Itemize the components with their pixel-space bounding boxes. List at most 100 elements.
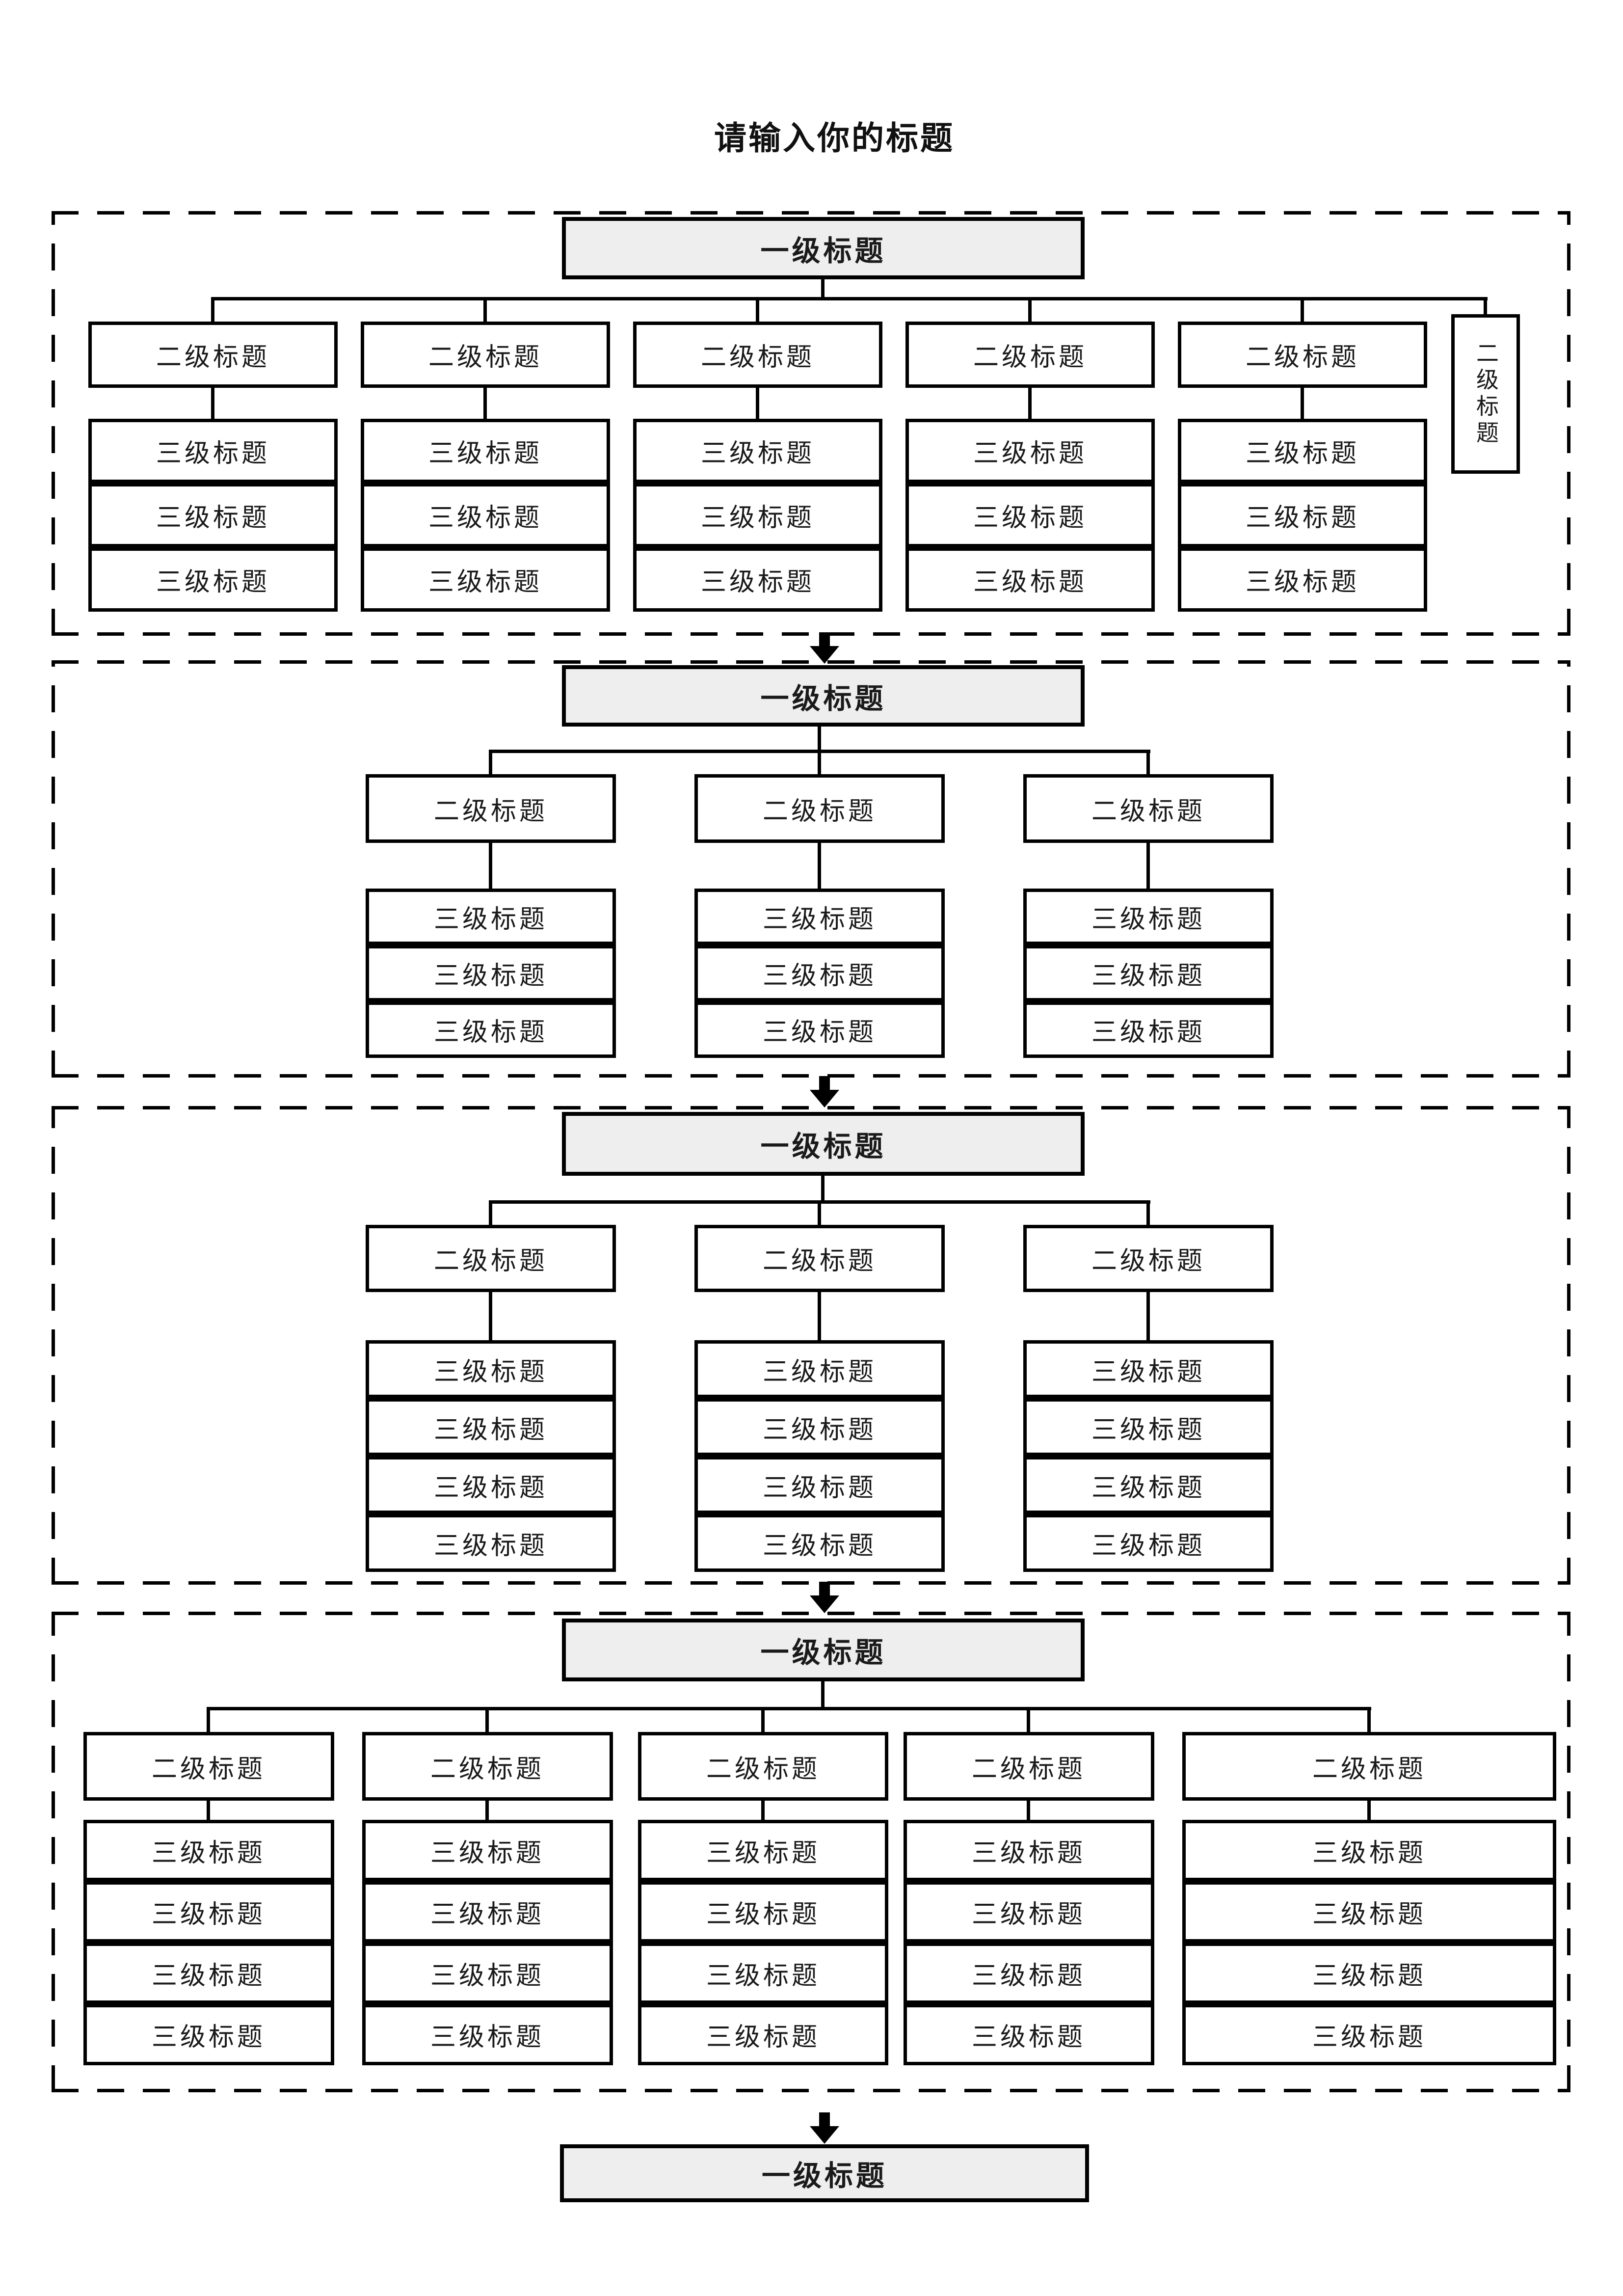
level2-heading-box: 二级标题 bbox=[88, 322, 338, 388]
level3-heading-box: 三级标题 bbox=[83, 2004, 334, 2065]
level3-heading-box: 三级标题 bbox=[366, 1514, 616, 1572]
level3-heading-box: 三级标题 bbox=[694, 1340, 945, 1398]
section-3-container: 一级标题二级标题三级标题三级标题三级标题三级标题二级标题三级标题三级标题三级标题… bbox=[52, 1106, 1570, 1585]
level3-heading-box: 三级标题 bbox=[1023, 1340, 1274, 1398]
level2-heading-box: 二级标题 bbox=[1023, 774, 1274, 843]
level3-heading-box: 三级标题 bbox=[633, 419, 882, 483]
footer-level1-heading-box: 一级标题 bbox=[560, 2144, 1089, 2202]
connector-sub-line bbox=[818, 1292, 821, 1340]
level3-heading-box: 三级标题 bbox=[361, 547, 610, 612]
level2-heading-box: 二级标题 bbox=[362, 1732, 613, 1801]
level2-heading-box: 二级标题 bbox=[366, 1225, 616, 1292]
connector-trunk-line bbox=[821, 1176, 825, 1204]
level3-heading-box: 三级标题 bbox=[1178, 483, 1427, 547]
connector-sub-line bbox=[1027, 1801, 1030, 1820]
connector-drop-line bbox=[1367, 1707, 1371, 1732]
level3-heading-box: 三级标题 bbox=[905, 483, 1155, 547]
level3-heading-box: 三级标题 bbox=[366, 889, 616, 945]
level2-heading-box: 二级标题 bbox=[83, 1732, 334, 1801]
connector-drop-line bbox=[489, 1200, 492, 1225]
level3-heading-box: 三级标题 bbox=[1023, 945, 1274, 1001]
level3-heading-box: 三级标题 bbox=[1023, 1001, 1274, 1058]
level3-heading-box: 三级标题 bbox=[1182, 1943, 1556, 2004]
connector-sub-line bbox=[489, 843, 492, 889]
level3-heading-box: 三级标题 bbox=[88, 547, 338, 612]
connector-drop-line bbox=[207, 1707, 210, 1732]
level3-heading-box: 三级标题 bbox=[694, 889, 945, 945]
level2-heading-box-vertical: 二级标题 bbox=[1451, 314, 1520, 474]
level2-heading-box: 二级标题 bbox=[1182, 1732, 1556, 1801]
level3-heading-box: 三级标题 bbox=[638, 2004, 888, 2065]
level3-heading-box: 三级标题 bbox=[1182, 1820, 1556, 1881]
section-4-container: 一级标题二级标题三级标题三级标题三级标题三级标题二级标题三级标题三级标题三级标题… bbox=[52, 1612, 1570, 2092]
connector-drop-line bbox=[211, 297, 214, 322]
level2-heading-box: 二级标题 bbox=[694, 774, 945, 843]
connector-drop-line bbox=[818, 1200, 821, 1225]
connector-sub-line bbox=[211, 388, 214, 419]
level3-heading-box: 三级标题 bbox=[83, 1820, 334, 1881]
level2-heading-box: 二级标题 bbox=[361, 322, 610, 388]
level1-heading-box: 一级标题 bbox=[562, 665, 1085, 727]
level2-heading-box: 二级标题 bbox=[1023, 1225, 1274, 1292]
level3-heading-box: 三级标题 bbox=[366, 1456, 616, 1514]
level2-heading-box: 二级标题 bbox=[366, 774, 616, 843]
level2-heading-box: 二级标题 bbox=[694, 1225, 945, 1292]
connector-sub-line bbox=[207, 1801, 210, 1820]
level3-heading-box: 三级标题 bbox=[366, 1340, 616, 1398]
section-2-container: 一级标题二级标题三级标题三级标题三级标题二级标题三级标题三级标题三级标题二级标题… bbox=[52, 660, 1570, 1078]
level3-heading-box: 三级标题 bbox=[1023, 1456, 1274, 1514]
level3-heading-box: 三级标题 bbox=[1178, 419, 1427, 483]
section-1-container: 一级标题二级标题三级标题三级标题三级标题二级标题三级标题三级标题三级标题二级标题… bbox=[52, 211, 1570, 636]
level3-heading-box: 三级标题 bbox=[903, 1820, 1154, 1881]
connector-sub-line bbox=[761, 1801, 765, 1820]
level3-heading-box: 三级标题 bbox=[366, 1398, 616, 1456]
connector-drop-line bbox=[756, 297, 759, 322]
level3-heading-box: 三级标题 bbox=[88, 483, 338, 547]
connector-drop-line bbox=[1027, 1707, 1030, 1732]
level3-heading-box: 三级标题 bbox=[362, 2004, 613, 2065]
connector-sub-line bbox=[1146, 1292, 1150, 1340]
level3-heading-box: 三级标题 bbox=[361, 483, 610, 547]
level1-heading-box: 一级标题 bbox=[562, 1619, 1085, 1681]
level3-heading-box: 三级标题 bbox=[905, 419, 1155, 483]
level3-heading-box: 三级标题 bbox=[83, 1943, 334, 2004]
level3-heading-box: 三级标题 bbox=[638, 1881, 888, 1943]
level3-heading-box: 三级标题 bbox=[903, 1881, 1154, 1943]
connector-sub-line bbox=[485, 1801, 489, 1820]
connector-drop-line bbox=[1028, 297, 1032, 322]
level1-heading-box: 一级标题 bbox=[562, 217, 1085, 279]
level3-heading-box: 三级标题 bbox=[638, 1943, 888, 2004]
connector-drop-line bbox=[1146, 1200, 1150, 1225]
level3-heading-box: 三级标题 bbox=[638, 1820, 888, 1881]
level3-heading-box: 三级标题 bbox=[1023, 1514, 1274, 1572]
down-arrow-icon bbox=[810, 2112, 839, 2144]
connector-drop-line bbox=[1301, 297, 1304, 322]
down-arrow-icon bbox=[810, 1076, 839, 1107]
level3-heading-box: 三级标题 bbox=[1023, 889, 1274, 945]
level3-heading-box: 三级标题 bbox=[1182, 2004, 1556, 2065]
connector-drop-line bbox=[1484, 297, 1487, 316]
level3-heading-box: 三级标题 bbox=[1023, 1398, 1274, 1456]
connector-sub-line bbox=[756, 388, 759, 419]
level3-heading-box: 三级标题 bbox=[362, 1943, 613, 2004]
level3-heading-box: 三级标题 bbox=[694, 1001, 945, 1058]
connector-bus-line bbox=[207, 1707, 1371, 1710]
level1-heading-box: 一级标题 bbox=[562, 1112, 1085, 1176]
connector-bus-line bbox=[211, 297, 1488, 300]
level3-heading-box: 三级标题 bbox=[362, 1820, 613, 1881]
level3-heading-box: 三级标题 bbox=[361, 419, 610, 483]
level3-heading-box: 三级标题 bbox=[633, 483, 882, 547]
connector-trunk-line bbox=[818, 727, 821, 753]
connector-trunk-line bbox=[821, 1681, 825, 1710]
connector-trunk-line bbox=[821, 279, 825, 300]
connector-drop-line bbox=[489, 750, 492, 774]
connector-sub-line bbox=[489, 1292, 492, 1340]
level3-heading-box: 三级标题 bbox=[903, 1943, 1154, 2004]
level3-heading-box: 三级标题 bbox=[366, 945, 616, 1001]
down-arrow-icon bbox=[810, 632, 839, 664]
level3-heading-box: 三级标题 bbox=[694, 1514, 945, 1572]
level3-heading-box: 三级标题 bbox=[694, 1456, 945, 1514]
level3-heading-box: 三级标题 bbox=[366, 1001, 616, 1058]
page-title: 请输入你的标题 bbox=[714, 120, 955, 156]
